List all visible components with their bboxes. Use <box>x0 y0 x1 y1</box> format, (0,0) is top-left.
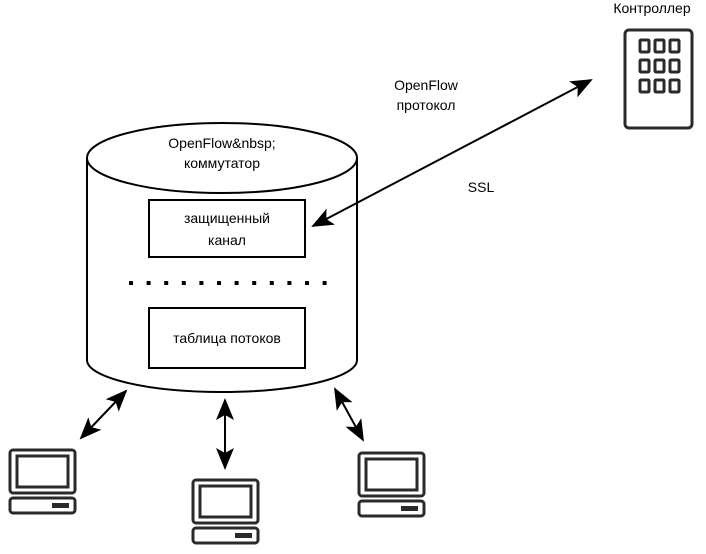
ssl-label: SSL <box>468 179 495 195</box>
switch-label-line2: коммутатор <box>184 155 260 171</box>
flow-table-box <box>148 307 306 369</box>
host-right-arrow <box>334 387 364 442</box>
secure-channel-box <box>148 199 306 258</box>
host-left-computer-icon <box>8 448 77 515</box>
protocol-label-line2: протокол <box>397 97 456 113</box>
protocol-label-line1: OpenFlow <box>394 77 459 93</box>
secure-channel-line1: защищенный <box>184 210 270 226</box>
host-left-arrow <box>79 389 128 440</box>
switch-label-line1: OpenFlow&nbsp; <box>168 135 275 151</box>
host-right-computer-icon <box>357 451 426 518</box>
controller-label: Контроллер <box>613 0 690 16</box>
secure-channel-line2: канал <box>208 232 246 248</box>
host-center-computer-icon <box>191 478 260 545</box>
ssl-connection-arrow <box>311 79 593 227</box>
flow-table-label: таблица потоков <box>173 330 281 346</box>
controller-icon <box>623 28 694 130</box>
